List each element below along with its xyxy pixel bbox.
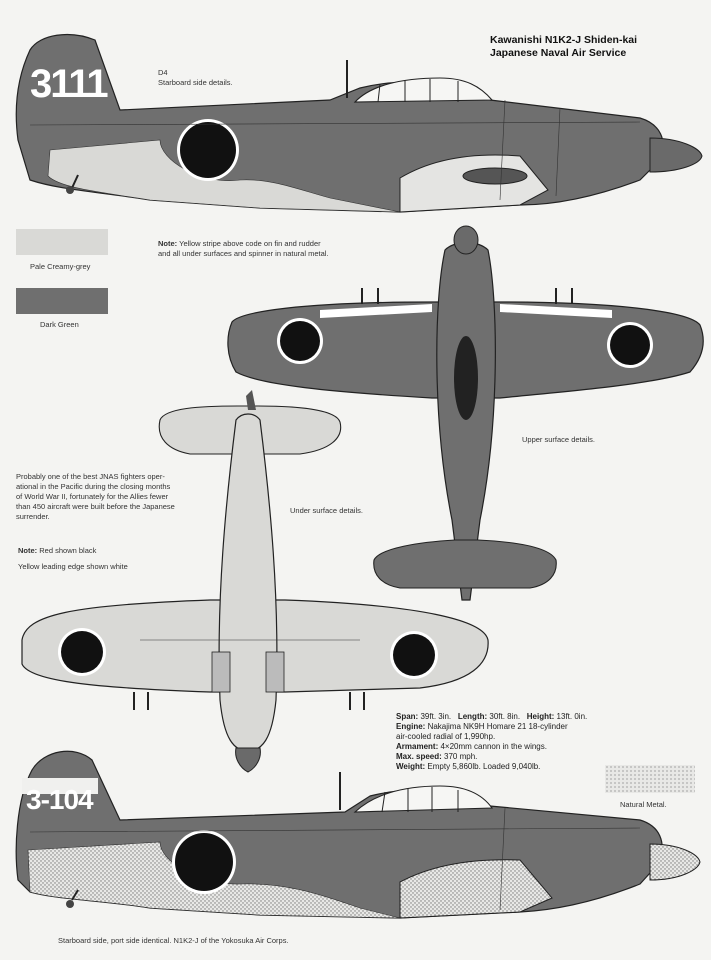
description-line: ational in the Pacific during the closin…	[16, 482, 171, 491]
engine-label: Engine:	[396, 722, 426, 731]
weight-value: Empty 5,860lb. Loaded 9,040lb.	[427, 762, 541, 771]
top-canopy	[353, 77, 494, 103]
specs: Span: 39ft. 3in. Length: 30ft. 8in. Heig…	[396, 712, 706, 772]
title-line-2: Japanese Naval Air Service	[490, 47, 627, 59]
top-tail-code: 3111	[30, 62, 109, 106]
swatch-dark-green	[16, 288, 108, 314]
note-mid-label: Note:	[18, 546, 38, 555]
top-side-profile	[15, 33, 703, 213]
under-caption: Under surface details.	[290, 506, 363, 515]
swatch-natural-metal	[605, 765, 695, 793]
engine-value-2: air-cooled radial of 1,990hp.	[396, 732, 496, 741]
under-surface-view	[21, 390, 489, 773]
note-top-label: Note:	[158, 239, 178, 248]
natural-metal-label: Natural Metal.	[620, 800, 667, 809]
speed-label: Max. speed:	[396, 752, 442, 761]
height-value: 13ft. 0in.	[556, 712, 588, 721]
description: Probably one of the best JNAS fighters o…	[16, 472, 216, 522]
bottom-caption: Starboard side, port side identical. N1K…	[58, 936, 289, 945]
length-value: 30ft. 8in.	[489, 712, 521, 721]
upper-caption: Upper surface details.	[522, 435, 595, 444]
span-value: 39ft. 3in.	[420, 712, 452, 721]
bottom-tail-code: 3-104	[26, 784, 94, 815]
swatch-pale-creamy-grey	[16, 229, 108, 255]
description-line: surrender.	[16, 512, 50, 521]
top-ref-code: D4	[158, 68, 168, 77]
note-mid: Note: Red shown black	[18, 546, 96, 556]
top-caption: Starboard side details.	[158, 78, 233, 87]
speed-value: 370 mph.	[444, 752, 478, 761]
armament-value: 4×20mm cannon in the wings.	[440, 742, 547, 751]
note-top-line1: Yellow stripe above code on fin and rudd…	[179, 239, 321, 248]
armament-label: Armament:	[396, 742, 439, 751]
upper-surface-view	[227, 225, 704, 601]
weight-label: Weight:	[396, 762, 426, 771]
description-line: Probably one of the best JNAS fighters o…	[16, 472, 165, 481]
note-mid-line2: Yellow leading edge shown white	[18, 562, 128, 571]
bottom-side-profile	[15, 750, 701, 919]
engine-value: Nakajima NK9H Homare 21 18-cylinder	[427, 722, 568, 731]
length-label: Length:	[457, 712, 488, 721]
title-line-1: Kawanishi N1K2-J Shiden-kai	[490, 34, 638, 46]
span-label: Span:	[396, 712, 419, 721]
note-top: Note: Yellow stripe above code on fin an…	[158, 239, 329, 259]
swatch-label-dark: Dark Green	[40, 320, 79, 329]
description-line: than 450 aircraft were built before the …	[16, 502, 175, 511]
swatch-label-pale: Pale Creamy-grey	[30, 262, 91, 271]
height-label: Height:	[526, 712, 555, 721]
note-mid-line1: Red shown black	[39, 546, 97, 555]
description-line: of World War II, fortunately for the All…	[16, 492, 169, 501]
note-top-line2: and all under surfaces and spinner in na…	[158, 249, 329, 258]
